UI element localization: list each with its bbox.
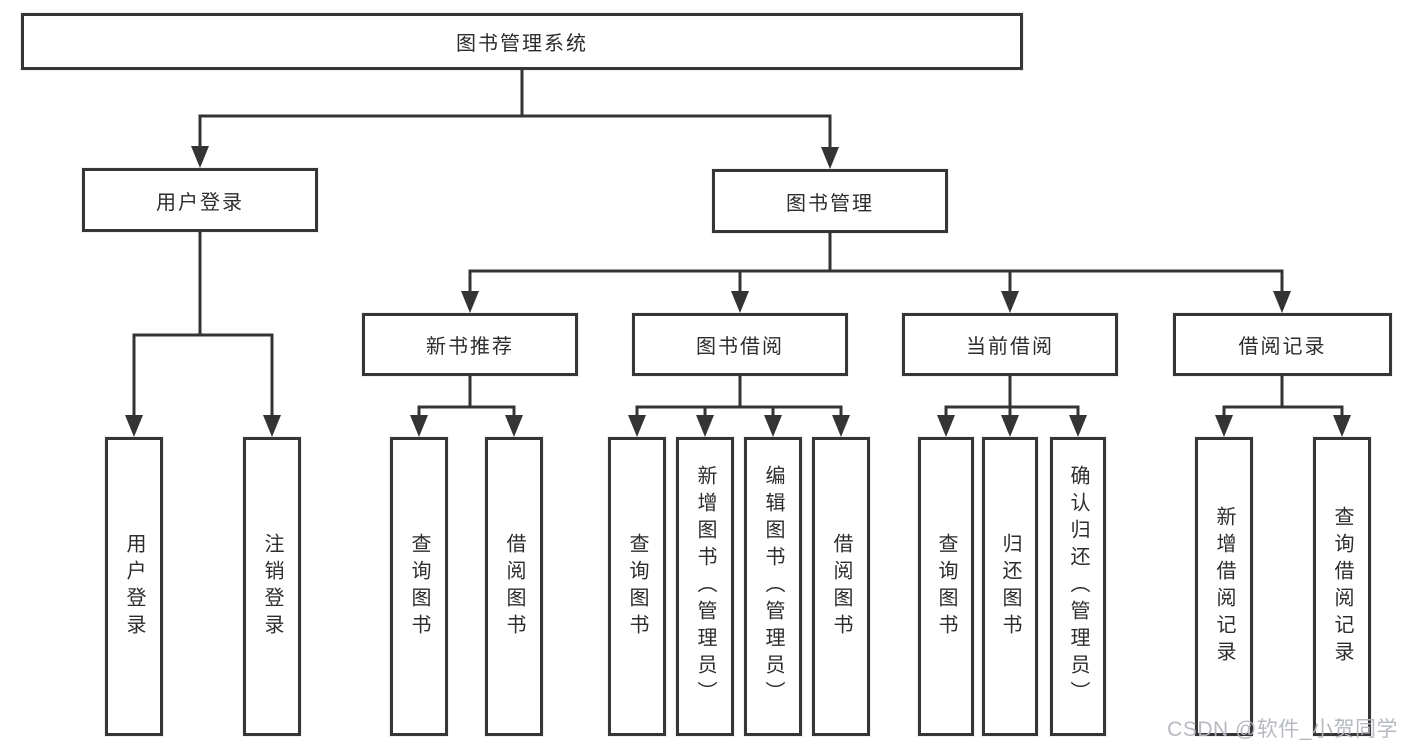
leaf-bb-add-books-admin: 新增图书（管理员） — [676, 437, 734, 736]
node-label: 借阅记录 — [1238, 336, 1327, 358]
arrowhead — [821, 147, 839, 169]
arrowhead — [125, 415, 143, 437]
node-label: 图书管理 — [786, 192, 874, 215]
node-label: 查询图书 — [408, 532, 430, 641]
leaf-cb-confirm-return-admin: 确认归还（管理员） — [1050, 437, 1106, 736]
edge-lines — [635, 374, 843, 423]
node-label: 当前借阅 — [966, 336, 1054, 358]
edges-borrowing-records — [1215, 374, 1351, 437]
edges-book-management — [461, 231, 1291, 313]
node-label: 用户登录 — [156, 191, 244, 214]
edge-lines — [944, 374, 1080, 423]
node-label: 图书管理系统 — [456, 33, 588, 55]
node-label: 归还图书 — [999, 532, 1021, 641]
edges-current-borrowing — [937, 374, 1087, 437]
arrowhead — [832, 415, 850, 437]
edges-new-book-recommend — [410, 374, 523, 437]
arrowhead — [1069, 415, 1087, 437]
node-label: 图书借阅 — [696, 336, 784, 358]
edge-lines — [1222, 374, 1344, 423]
node-label: 借阅图书 — [503, 532, 525, 641]
node-label: 新增图书（管理员） — [694, 465, 716, 708]
arrowhead — [1215, 415, 1233, 437]
leaf-logout: 注销登录 — [243, 437, 301, 736]
arrowhead — [461, 291, 479, 313]
node-label: 确认归还（管理员） — [1067, 465, 1089, 708]
edges-user-login — [125, 230, 281, 437]
node-borrowing-records: 借阅记录 — [1173, 313, 1392, 376]
node-label: 新增借阅记录 — [1213, 505, 1235, 668]
arrowhead — [505, 415, 523, 437]
node-label: 查询借阅记录 — [1331, 505, 1353, 668]
node-current-borrowing: 当前借阅 — [902, 313, 1118, 376]
arrowhead — [263, 415, 281, 437]
arrowhead — [1333, 415, 1351, 437]
leaf-cb-query-books: 查询图书 — [918, 437, 974, 736]
edge-lines — [132, 230, 274, 423]
node-label: 注销登录 — [261, 532, 283, 641]
node-label: 借阅图书 — [830, 532, 852, 641]
arrowhead — [1001, 415, 1019, 437]
arrowhead — [696, 415, 714, 437]
arrowhead — [410, 415, 428, 437]
leaf-cb-return-books: 归还图书 — [982, 437, 1038, 736]
edge-lines — [417, 374, 516, 423]
node-label: 查询图书 — [626, 532, 648, 641]
node-book-management: 图书管理 — [712, 169, 948, 233]
leaf-bb-edit-books-admin: 编辑图书（管理员） — [744, 437, 802, 736]
edges-book-borrowing — [628, 374, 850, 437]
edge-lines — [198, 67, 832, 156]
node-label: 编辑图书（管理员） — [762, 465, 784, 708]
node-new-book-recommend: 新书推荐 — [362, 313, 578, 376]
node-label: 用户登录 — [123, 532, 145, 641]
node-book-borrowing: 图书借阅 — [632, 313, 848, 376]
edges-root — [191, 67, 839, 169]
arrowhead — [628, 415, 646, 437]
leaf-nr-borrow-books: 借阅图书 — [485, 437, 543, 736]
leaf-user-login: 用户登录 — [105, 437, 163, 736]
node-library-system: 图书管理系统 — [21, 13, 1023, 70]
leaf-bb-borrow-books: 借阅图书 — [812, 437, 870, 736]
leaf-nr-query-books: 查询图书 — [390, 437, 448, 736]
leaf-br-add-record: 新增借阅记录 — [1195, 437, 1253, 736]
arrowhead — [191, 146, 209, 168]
arrowhead — [731, 291, 749, 313]
edge-lines — [468, 231, 1284, 299]
leaf-br-query-record: 查询借阅记录 — [1313, 437, 1371, 736]
leaf-bb-query-books: 查询图书 — [608, 437, 666, 736]
node-label: 新书推荐 — [426, 336, 514, 358]
arrowhead — [1001, 291, 1019, 313]
arrowhead — [1273, 291, 1291, 313]
arrowhead — [764, 415, 782, 437]
node-label: 查询图书 — [935, 532, 957, 641]
node-user-login: 用户登录 — [82, 168, 318, 232]
arrowhead — [937, 415, 955, 437]
watermark: CSDN @软件_小贺同学 — [1167, 718, 1398, 741]
